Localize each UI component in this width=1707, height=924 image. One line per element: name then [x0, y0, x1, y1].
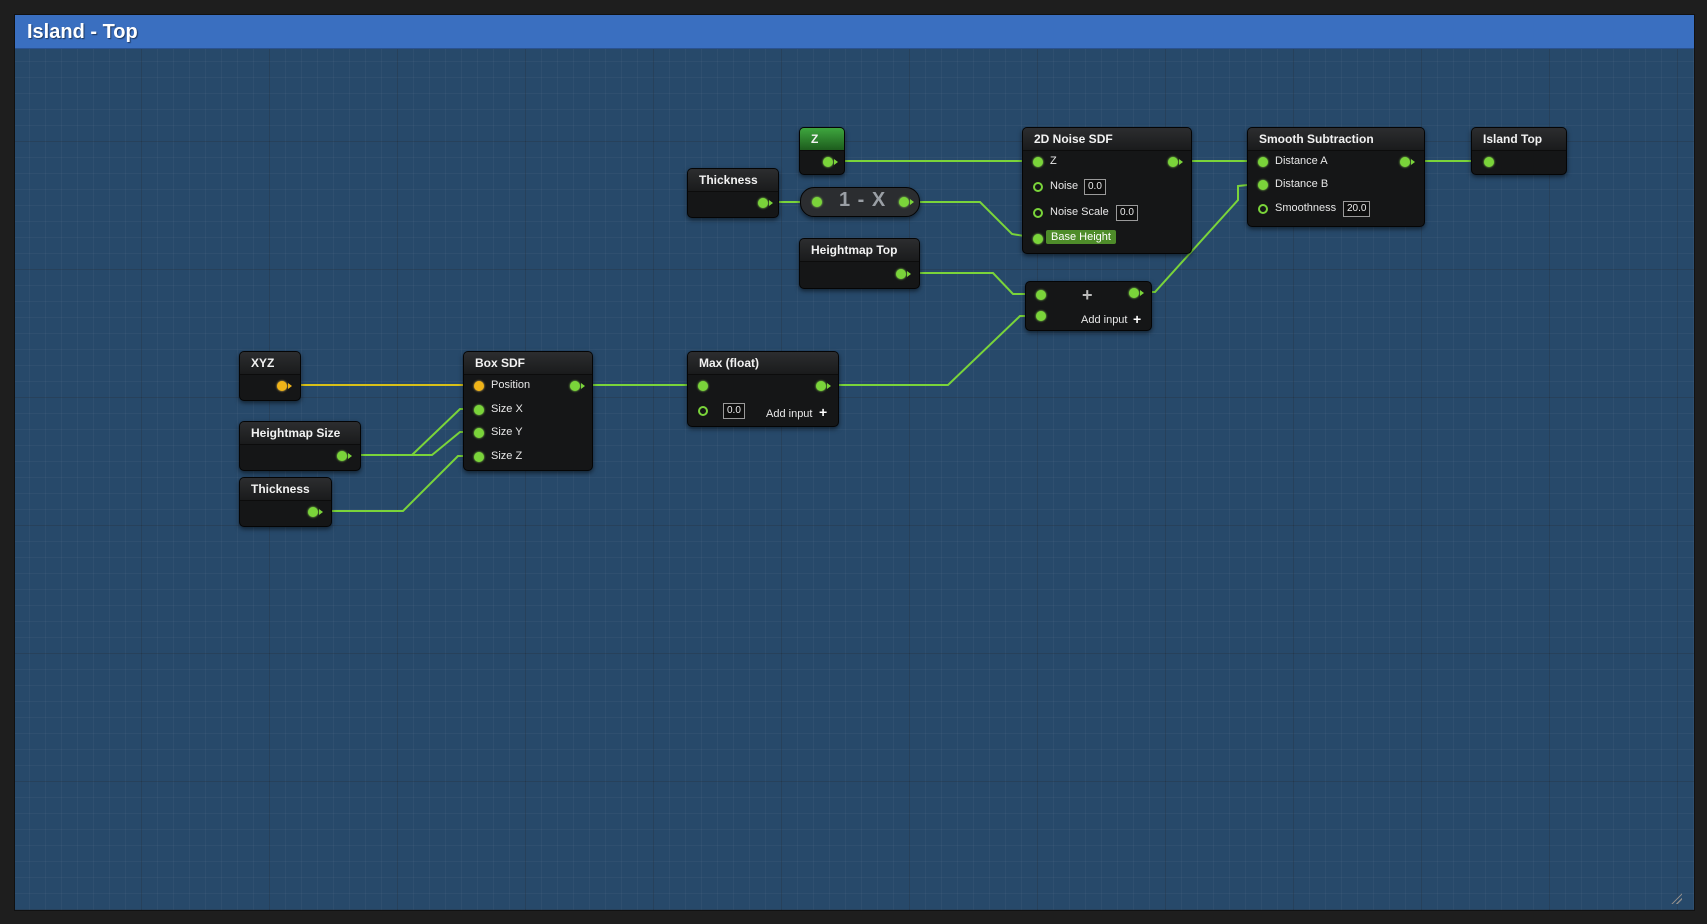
- add-input-plus-icon[interactable]: +: [819, 404, 828, 420]
- pin-label-size-z: Size Z: [491, 450, 523, 462]
- node-title: Island Top: [1472, 128, 1566, 151]
- noise-value-field[interactable]: 0.0: [1084, 179, 1106, 195]
- input-pin-b[interactable]: [698, 406, 708, 416]
- node-heightmap-top[interactable]: Heightmap Top: [799, 238, 920, 289]
- pin-label-size-x: Size X: [491, 403, 523, 415]
- noise-scale-value-field[interactable]: 0.0: [1116, 205, 1138, 221]
- pin-label-distance-b: Distance B: [1275, 178, 1329, 190]
- node-title: Heightmap Size: [240, 422, 360, 445]
- node-title: 2D Noise SDF: [1023, 128, 1191, 151]
- output-pin[interactable]: [308, 507, 323, 517]
- plus-icon: +: [1082, 285, 1093, 305]
- smoothness-value-field[interactable]: 20.0: [1343, 201, 1371, 217]
- output-pin[interactable]: [896, 269, 911, 279]
- pin-label-base-height: Base Height: [1046, 230, 1116, 244]
- input-pin-a[interactable]: [1036, 290, 1046, 300]
- input-pin-z[interactable]: [1033, 157, 1043, 167]
- resize-grip-icon[interactable]: [1670, 892, 1682, 904]
- one-minus-x-label: 1 - X: [839, 189, 887, 211]
- node-add[interactable]: + Add input +: [1025, 281, 1152, 331]
- input-pin[interactable]: [1484, 157, 1494, 167]
- output-pin[interactable]: [1168, 157, 1183, 167]
- input-pin-a[interactable]: [698, 381, 708, 391]
- max-value-field[interactable]: 0.0: [723, 403, 745, 419]
- pin-label-distance-a: Distance A: [1275, 155, 1328, 167]
- input-pin-b[interactable]: [1036, 311, 1046, 321]
- add-input-button[interactable]: Add input: [766, 408, 813, 420]
- node-xyz[interactable]: XYZ: [239, 351, 301, 401]
- node-heightmap-size[interactable]: Heightmap Size: [239, 421, 361, 471]
- node-box-sdf[interactable]: Box SDF Position Size X Size Y Size Z: [463, 351, 593, 471]
- node-smooth-subtraction[interactable]: Smooth Subtraction Distance A Distance B…: [1247, 127, 1425, 227]
- input-pin-base-height[interactable]: [1033, 234, 1043, 244]
- node-title: Thickness: [688, 169, 778, 192]
- output-pin[interactable]: [899, 197, 914, 207]
- node-title: XYZ: [240, 352, 300, 375]
- pin-label-noise: Noise: [1050, 180, 1079, 192]
- node-island-top[interactable]: Island Top: [1471, 127, 1567, 175]
- pin-label-position: Position: [491, 379, 531, 391]
- node-title: Heightmap Top: [800, 239, 919, 262]
- output-pin[interactable]: [570, 381, 585, 391]
- pin-label-z: Z: [1050, 155, 1057, 167]
- input-pin-distance-a[interactable]: [1258, 157, 1268, 167]
- pin-label-noise-scale: Noise Scale: [1050, 206, 1109, 218]
- add-input-plus-icon[interactable]: +: [1133, 311, 1142, 327]
- comment-header[interactable]: Island - Top: [15, 15, 1694, 49]
- output-pin[interactable]: [1129, 288, 1144, 298]
- input-pin-size-x[interactable]: [474, 405, 484, 415]
- node-thickness-top[interactable]: Thickness: [687, 168, 779, 218]
- input-pin-distance-b[interactable]: [1258, 180, 1268, 190]
- input-pin-noise-scale[interactable]: [1033, 208, 1043, 218]
- input-pin-position[interactable]: [474, 381, 484, 391]
- output-pin[interactable]: [1400, 157, 1415, 167]
- comment-title: Island - Top: [27, 21, 138, 43]
- input-pin-size-z[interactable]: [474, 452, 484, 462]
- node-2d-noise-sdf[interactable]: 2D Noise SDF Z Noise 0.0 Noise Scale 0.0…: [1022, 127, 1192, 254]
- input-pin-smoothness[interactable]: [1258, 204, 1268, 214]
- node-z[interactable]: Z: [799, 127, 845, 175]
- pin-label-size-y: Size Y: [491, 426, 523, 438]
- add-input-button[interactable]: Add input: [1081, 314, 1128, 326]
- output-pin[interactable]: [758, 198, 773, 208]
- node-thickness-bottom[interactable]: Thickness: [239, 477, 332, 527]
- output-pin[interactable]: [337, 451, 352, 461]
- output-pin[interactable]: [277, 381, 292, 391]
- node-title: Z: [800, 128, 844, 151]
- node-title: Box SDF: [464, 352, 592, 375]
- output-pin[interactable]: [816, 381, 831, 391]
- input-pin-noise[interactable]: [1033, 182, 1043, 192]
- node-title: Smooth Subtraction: [1248, 128, 1424, 151]
- node-one-minus-x[interactable]: 1 - X: [800, 187, 920, 217]
- node-title: Max (float): [688, 352, 838, 375]
- pin-label-smoothness: Smoothness: [1275, 202, 1337, 214]
- input-pin-size-y[interactable]: [474, 428, 484, 438]
- node-max-float[interactable]: Max (float) 0.0 Add input +: [687, 351, 839, 427]
- output-pin[interactable]: [823, 157, 838, 167]
- node-title: Thickness: [240, 478, 331, 501]
- input-pin[interactable]: [812, 197, 822, 207]
